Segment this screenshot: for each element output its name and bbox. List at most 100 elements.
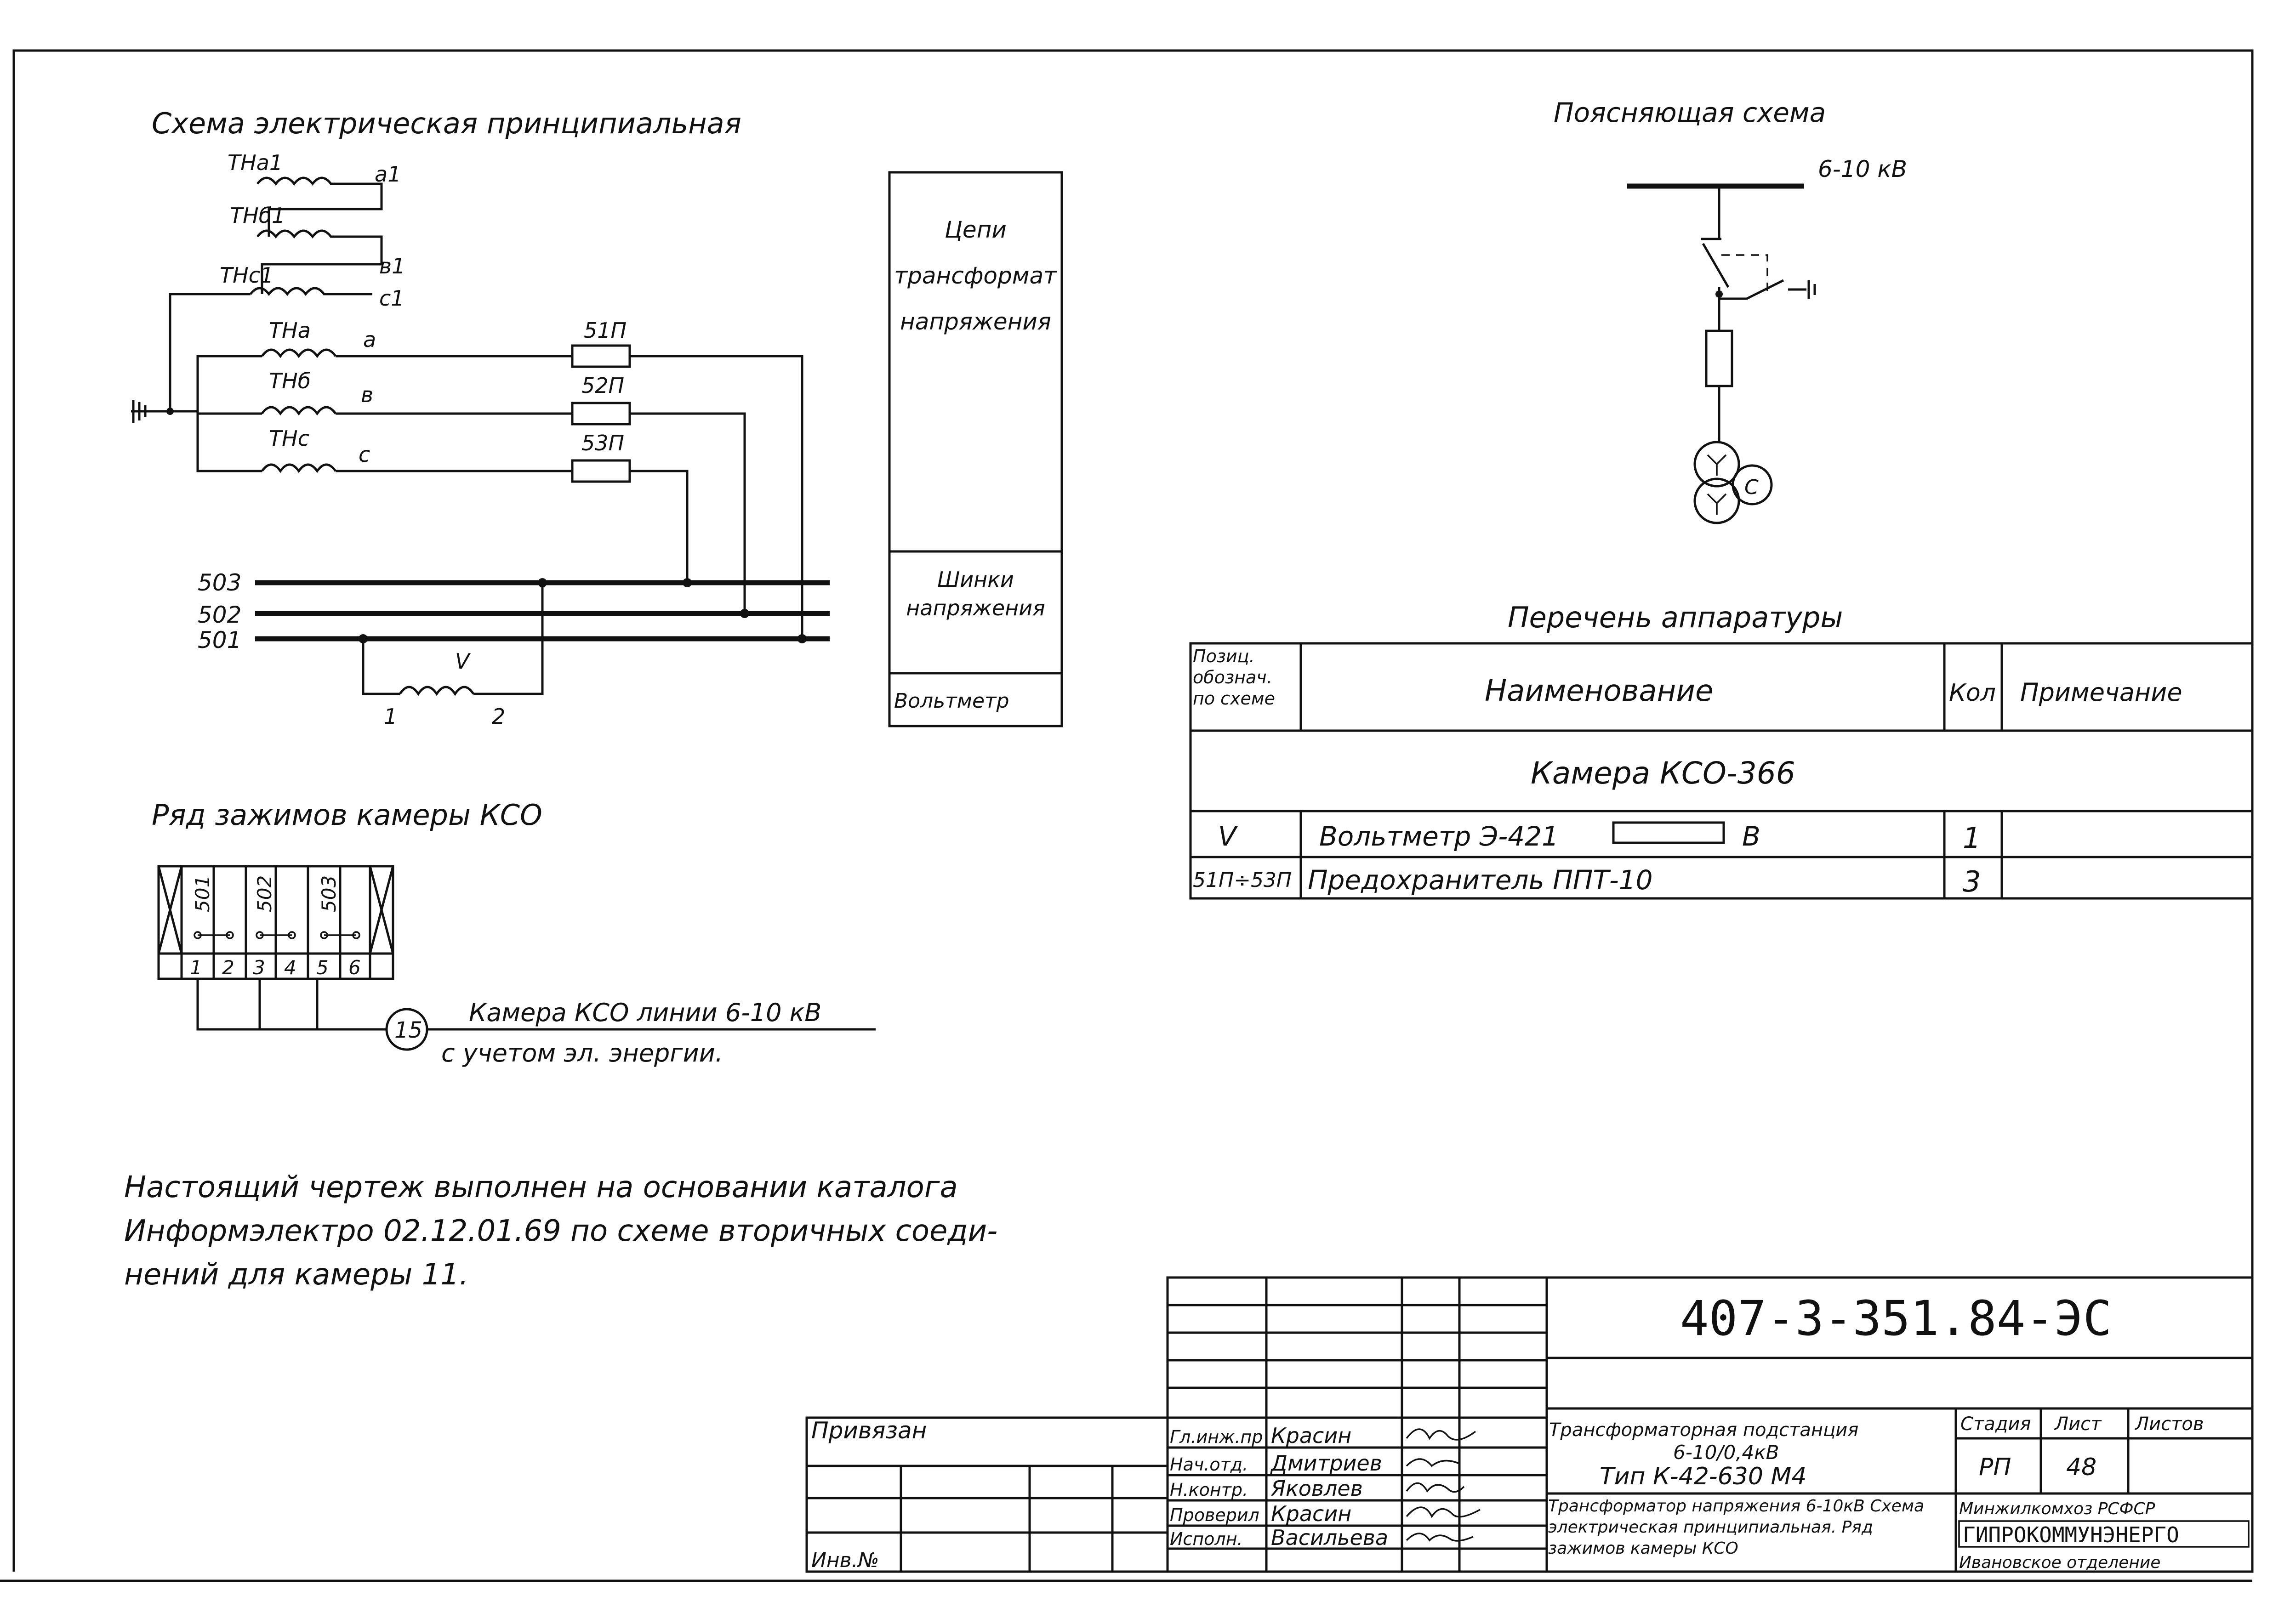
meter-wire-left bbox=[362, 639, 400, 695]
legend-bus: Шинки напряжения bbox=[906, 567, 1045, 620]
winding-coil-c1 bbox=[250, 287, 372, 296]
explain-title: Поясняющая схема bbox=[1554, 97, 1826, 128]
terminal-num-2: 2 bbox=[222, 956, 234, 979]
top-windings: ТНа1 ТНб1 ТНс1 а1 в1 с1 bbox=[169, 150, 405, 411]
winding-label-a1: ТНа1 bbox=[228, 150, 283, 175]
explain-tv-winding-1 bbox=[1693, 441, 1740, 488]
terminal-num-5: 5 bbox=[316, 956, 329, 979]
terminal-num-4: 4 bbox=[284, 956, 296, 979]
stamp-bound: Привязан bbox=[811, 1417, 927, 1444]
winding-coil-b bbox=[261, 406, 337, 416]
signature-1 bbox=[1406, 1428, 1476, 1441]
row1-qty: 1 bbox=[1963, 821, 1981, 855]
fuses: 51П 52П 53П bbox=[336, 318, 807, 643]
legend-circuits: Цепи трансформатора напряжения bbox=[894, 216, 1057, 335]
fuse-label-52p: 52П bbox=[581, 373, 624, 398]
terminal-num-1: 1 bbox=[190, 956, 202, 979]
tap-label-b1: в1 bbox=[379, 254, 405, 278]
stage-header: Стадия bbox=[1960, 1414, 2031, 1435]
terminal-num-3: 3 bbox=[253, 956, 265, 979]
delta-link-1 bbox=[268, 182, 383, 237]
tap-label-c1: с1 bbox=[379, 286, 404, 311]
terminal-label-502: 502 bbox=[253, 875, 276, 912]
bus-label-503: 503 bbox=[198, 569, 241, 596]
row2-name: Предохранитель ППТ-10 bbox=[1308, 864, 1653, 896]
header-note: Примечание bbox=[2020, 678, 2182, 707]
explanatory-scheme: Поясняющая схема 6-10 кВ С bbox=[1554, 97, 1907, 524]
explain-voltage: 6-10 кВ bbox=[1818, 156, 1907, 182]
terminal-label-503: 503 bbox=[318, 875, 340, 912]
voltage-buses: 503 502 501 V 1 2 bbox=[198, 569, 830, 729]
sheets-header: Листов bbox=[2134, 1414, 2204, 1435]
title-block: Привязан Инв.№ Гл.инж.пр Нач.отд. Н.конт… bbox=[805, 1276, 2254, 1573]
header-position: Позиц. обознач. по схеме bbox=[1193, 646, 1275, 709]
note-line-3: нений для камеры 11. bbox=[124, 1258, 468, 1292]
fuse-53p bbox=[571, 459, 631, 483]
explain-disconnector bbox=[1702, 243, 1730, 288]
winding-coil-a1 bbox=[256, 176, 372, 186]
stamp-inv: Инв.№ bbox=[811, 1549, 879, 1572]
tap-label-a: а bbox=[363, 327, 376, 352]
schematic: Схема электрическая принципиальная ТНа1 … bbox=[131, 107, 1063, 729]
fuse-52p bbox=[571, 402, 631, 426]
explain-tv-delta-glyph: С bbox=[1744, 476, 1759, 499]
name-5: Васильева bbox=[1271, 1525, 1388, 1550]
bottom-windings: ТНа ТНб ТНс а в с bbox=[131, 318, 376, 473]
title-line-2: 6-10/0,4кВ bbox=[1673, 1441, 1779, 1464]
explain-node bbox=[1715, 290, 1723, 298]
tap-label-a1: а1 bbox=[375, 162, 401, 187]
sheet-title: Трансформатор напряжения 6-10кВ Схема эл… bbox=[1548, 1497, 1924, 1558]
org-box bbox=[1958, 1520, 2250, 1548]
sheet-header: Лист bbox=[2054, 1414, 2102, 1435]
tap-label-b: в bbox=[361, 382, 373, 407]
fuse-label-51p: 51П bbox=[584, 318, 627, 343]
winding-coil-a bbox=[261, 348, 337, 358]
jumper-dot-3 bbox=[256, 931, 264, 939]
explain-star-glyph-1 bbox=[1707, 454, 1727, 476]
name-1: Красин bbox=[1271, 1423, 1351, 1448]
delta-ground-link bbox=[169, 293, 251, 411]
name-4: Красин bbox=[1271, 1501, 1351, 1526]
note: Настоящий чертеж выполнен на основании к… bbox=[124, 1170, 997, 1292]
winding-coil-c bbox=[261, 463, 337, 473]
reference-number: 15 bbox=[394, 1017, 422, 1043]
org-line-1: Минжилкомхоз РСФСР bbox=[1959, 1499, 2155, 1518]
row1-unit: В bbox=[1742, 821, 1760, 852]
org-line-2: ГИПРОКОММУНЭНЕРГО bbox=[1963, 1522, 2179, 1547]
fuse-label-53p: 53П bbox=[581, 431, 624, 455]
role-3: Н.контр. bbox=[1170, 1480, 1248, 1500]
wire-b-to-bus bbox=[630, 412, 746, 613]
section-title: Камера КСО-366 bbox=[1531, 755, 1795, 791]
explain-tv-winding-3 bbox=[1732, 464, 1773, 505]
header-qty: Кол bbox=[1949, 679, 1996, 707]
legend-box bbox=[888, 171, 1063, 727]
explain-earth-switch bbox=[1746, 279, 1784, 300]
role-4: Проверил bbox=[1170, 1505, 1259, 1525]
header-name: Наименование bbox=[1485, 674, 1713, 708]
jumper-dot-5 bbox=[320, 931, 328, 939]
terminal-num-6: 6 bbox=[348, 956, 361, 979]
terminal-row: Ряд зажимов камеры КСО 501 502 503 1 2 3… bbox=[152, 798, 876, 1068]
row1-name: Вольтметр Э-421 bbox=[1319, 821, 1559, 852]
explain-star-glyph-2 bbox=[1707, 493, 1727, 515]
title-line-3: Тип К-42-630 М4 bbox=[1600, 1463, 1806, 1490]
title-line-1: Трансформаторная подстанция bbox=[1549, 1420, 1858, 1441]
stage-value: РП bbox=[1979, 1454, 2011, 1481]
meter-wire-right bbox=[473, 583, 544, 695]
org-line-3: Ивановское отделение bbox=[1959, 1553, 2160, 1572]
terminal-out-1 bbox=[196, 979, 386, 1031]
role-5: Исполн. bbox=[1170, 1529, 1243, 1549]
terminal-end-crosses bbox=[157, 866, 394, 954]
winding-label-c: ТНс bbox=[269, 426, 309, 451]
note-line-1: Настоящий чертеж выполнен на основании к… bbox=[124, 1170, 958, 1204]
meter-node-503 bbox=[538, 578, 547, 587]
meter-pin-2: 2 bbox=[492, 704, 505, 729]
role-2: Нач.отд. bbox=[1170, 1454, 1248, 1475]
role-1: Гл.инж.пр bbox=[1170, 1427, 1263, 1447]
explain-fuse bbox=[1705, 329, 1733, 387]
jumper-dot-2 bbox=[226, 931, 234, 939]
meter-pin-1: 1 bbox=[384, 704, 397, 729]
fuse-51p bbox=[571, 344, 631, 368]
bus-label-502: 502 bbox=[198, 602, 241, 628]
